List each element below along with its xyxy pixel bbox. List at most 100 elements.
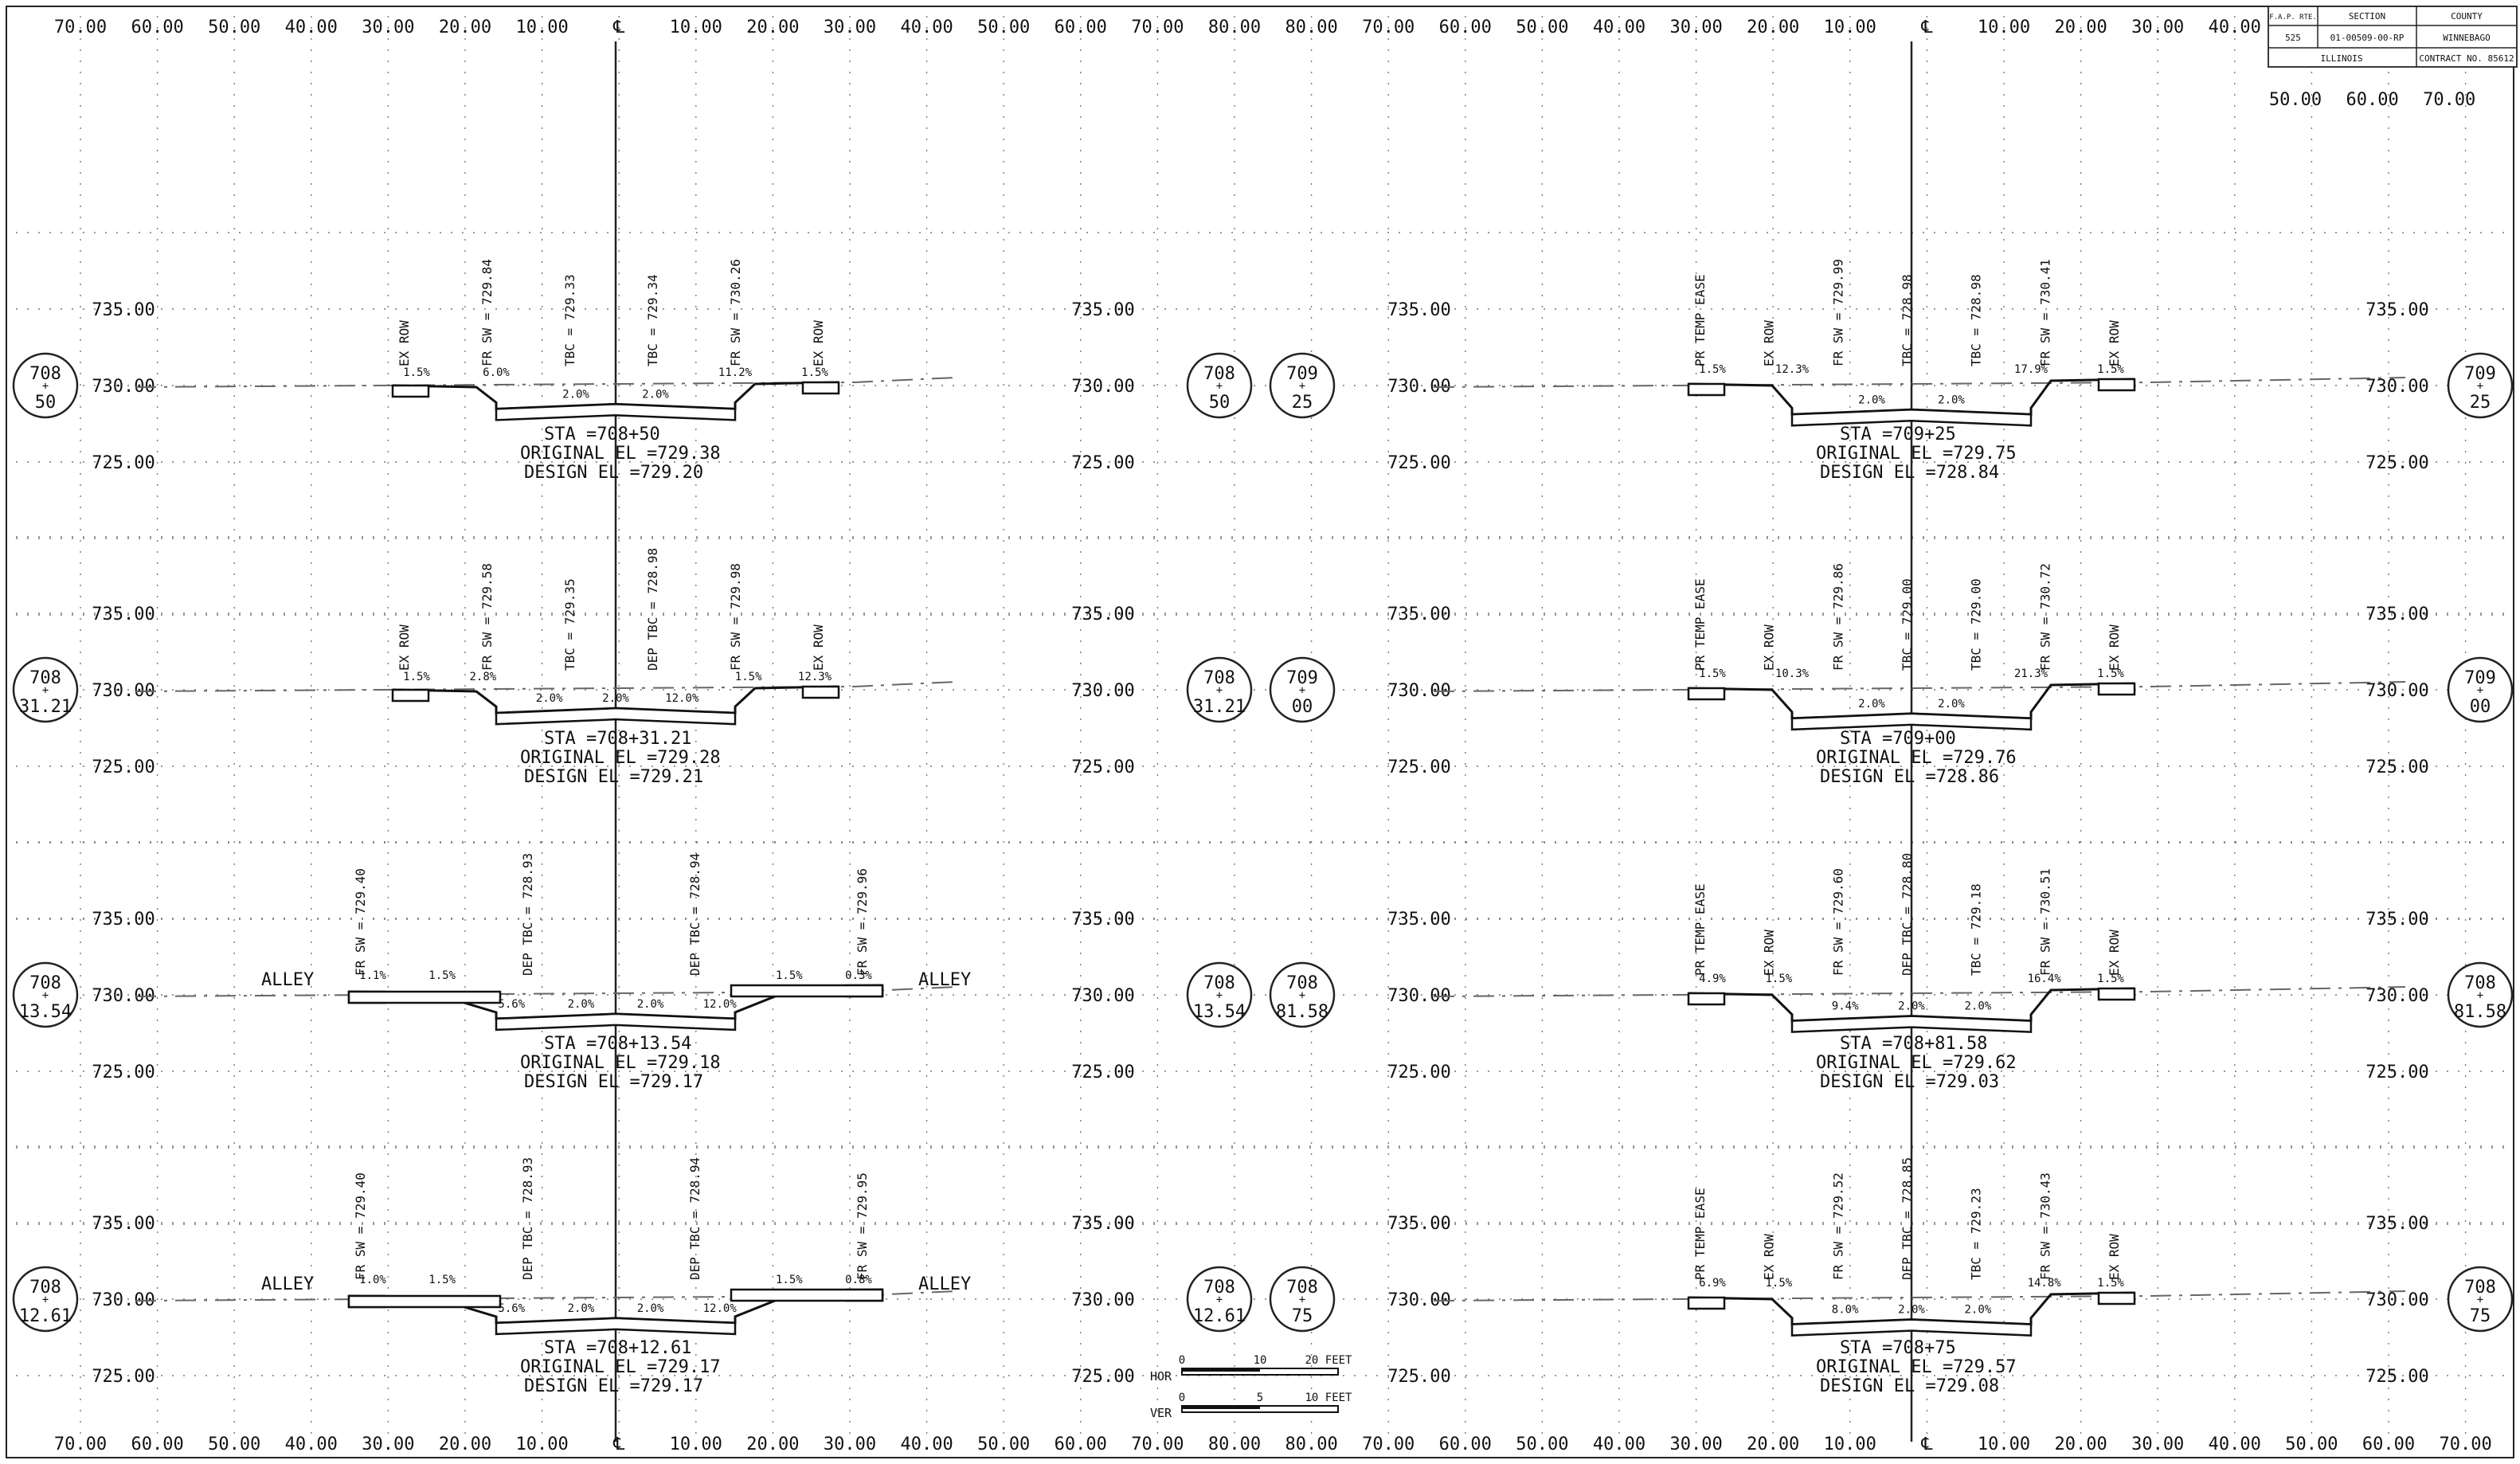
- ver-scale-label: VER: [1150, 1406, 1172, 1420]
- slope-label: 21.3%: [2014, 667, 2048, 680]
- slope-label: 2.0%: [1938, 393, 1965, 406]
- slope-label: 10.3%: [1775, 667, 1810, 680]
- elevation-label: 725.00: [2365, 1367, 2428, 1387]
- top-axis-tick: 70.00: [1131, 18, 1184, 37]
- elevation-label: 725.00: [1071, 1063, 1134, 1082]
- bottom-axis-tick: 70.00: [1362, 1435, 1415, 1454]
- bottom-axis-tick: 60.00: [1439, 1435, 1492, 1454]
- callout-label: DEP TBC = 728.94: [687, 1157, 702, 1280]
- station-bubble-right: 708+75: [2447, 1266, 2514, 1333]
- bottom-axis-tick: 10.00: [670, 1435, 722, 1454]
- top-axis-tick: 60.00: [131, 18, 183, 37]
- callout-label: FR SW = 729.95: [855, 1172, 870, 1280]
- station-bubble-right: 709+00: [2447, 656, 2514, 723]
- svg-text:+: +: [1216, 380, 1223, 393]
- bottom-axis-tick: 40.00: [1593, 1435, 1645, 1454]
- elevation-label: 730.00: [1071, 1290, 1134, 1310]
- top-axis-tick: 50.00: [977, 18, 1030, 37]
- ver-scale-tick-0: 0: [1179, 1392, 1185, 1404]
- title-block-header-rte: F.A.P. RTE.: [2269, 14, 2317, 22]
- sidewalk-left: [1687, 992, 1726, 1006]
- elevation-label: 730.00: [1071, 681, 1134, 701]
- ver-scale-tick-5: 5: [1257, 1392, 1263, 1404]
- svg-text:25: 25: [2470, 393, 2491, 413]
- bottom-axis-tick: 50.00: [1516, 1435, 1568, 1454]
- title-block: F.A.P. RTE. SECTION COUNTY 525 01-00509-…: [2268, 6, 2518, 68]
- bottom-axis-tick: 30.00: [1669, 1435, 1722, 1454]
- bottom-axis-tick: 80.00: [1208, 1435, 1261, 1454]
- alley-left-pavement: [347, 990, 502, 1004]
- slope-label: 2.0%: [642, 388, 669, 401]
- slope-label: 2.8%: [469, 671, 496, 683]
- bottom-axis-tick: 20.00: [439, 1435, 491, 1454]
- station-bubble-right: 709+25: [2447, 352, 2514, 419]
- callout-label: TBC = 729.33: [562, 274, 577, 366]
- bottom-axis-tick: 70.00: [54, 1435, 107, 1454]
- top-axis-tick: 30.00: [824, 18, 876, 37]
- hor-scale-tick-10: 10: [1254, 1354, 1267, 1367]
- elevation-label: 725.00: [2365, 453, 2428, 473]
- svg-text:13.54: 13.54: [1193, 1002, 1246, 1022]
- callout-label: FR SW = 730.51: [2037, 868, 2052, 976]
- scale-bars: HOR 0 10 20 FEET VER 0 5 10 FEET: [1150, 1354, 1352, 1420]
- top-axis-tick: 70.00: [54, 18, 107, 37]
- callout-label: EX ROW: [811, 624, 826, 671]
- sheet-border: [6, 6, 2514, 1458]
- elevation-label: 735.00: [1387, 910, 1450, 930]
- bottom-axis-tick: 80.00: [1285, 1435, 1337, 1454]
- bottom-axis-tick: 30.00: [2131, 1435, 2184, 1454]
- slope-label: 2.0%: [1858, 698, 1885, 710]
- slope-label: 12.3%: [1775, 363, 1810, 376]
- cross-section: 6.9%1.5%8.0%2.0%2.0%14.8%1.5%PR TEMP EAS…: [1269, 1157, 2514, 1396]
- bottom-axis-tick: 30.00: [362, 1435, 414, 1454]
- station-bubble-left: 708+50: [12, 352, 79, 419]
- elevation-label: 735.00: [2365, 605, 2428, 624]
- svg-text:709: 709: [1286, 364, 1318, 384]
- svg-text:708: 708: [29, 1278, 61, 1298]
- elevation-label: 730.00: [1071, 377, 1134, 397]
- svg-text:708: 708: [1203, 973, 1235, 993]
- elevation-label: 730.00: [2365, 1290, 2428, 1310]
- callout-label: EX ROW: [1762, 320, 1777, 366]
- sidewalk-left: [1687, 1296, 1726, 1310]
- bottom-axis-tick: ℄: [612, 1435, 625, 1454]
- callout-label: EX ROW: [397, 320, 412, 366]
- elevation-label: 725.00: [92, 1063, 155, 1082]
- slope-label: 6.0%: [483, 366, 510, 379]
- existing-ground-line: [135, 681, 957, 692]
- bottom-axis-tick: 60.00: [1055, 1435, 1107, 1454]
- sidewalk-right: [2097, 378, 2136, 392]
- alley-right-pavement: [730, 1288, 884, 1302]
- sidewalk-right: [801, 381, 840, 395]
- slope-label: 2.0%: [562, 388, 589, 401]
- svg-text:+: +: [2477, 989, 2483, 1002]
- bottom-axis-tick: 70.00: [1131, 1435, 1184, 1454]
- design-elevation-label: DESIGN EL =729.17: [524, 1376, 703, 1396]
- top-axis-tick: 20.00: [1747, 18, 1799, 37]
- slope-label: 1.5%: [2097, 1277, 2124, 1290]
- svg-text:709: 709: [1286, 668, 1318, 688]
- title-block-county: WINNEBAGO: [2443, 33, 2491, 43]
- svg-text:31.21: 31.21: [1193, 697, 1246, 717]
- svg-text:708: 708: [1286, 1278, 1318, 1298]
- callout-label: FR SW = 729.96: [855, 868, 870, 976]
- elevation-label: 725.00: [92, 757, 155, 777]
- hor-scale-tick-0: 0: [1179, 1354, 1185, 1367]
- alley-label-right: ALLEY: [918, 970, 971, 990]
- elevation-label: 735.00: [92, 1214, 155, 1234]
- slope-label: 2.0%: [1964, 1000, 1991, 1013]
- pavement-slab: [1790, 1318, 2033, 1337]
- existing-ground-line: [135, 1290, 957, 1302]
- alley-label-right: ALLEY: [918, 1274, 971, 1294]
- slope-label: 2.0%: [1938, 698, 1965, 710]
- station-label: STA =708+12.61: [544, 1338, 691, 1358]
- centerlines: [614, 41, 1913, 1442]
- slope-label: 9.4%: [1832, 1000, 1859, 1013]
- pavement-slab: [495, 1317, 737, 1336]
- top-axis-tick: 40.00: [285, 18, 338, 37]
- station-bubble-left: 708+31.21: [12, 656, 79, 723]
- top-axis-extra-tick: 60.00: [2346, 90, 2398, 110]
- bottom-axis-tick: 10.00: [1978, 1435, 2030, 1454]
